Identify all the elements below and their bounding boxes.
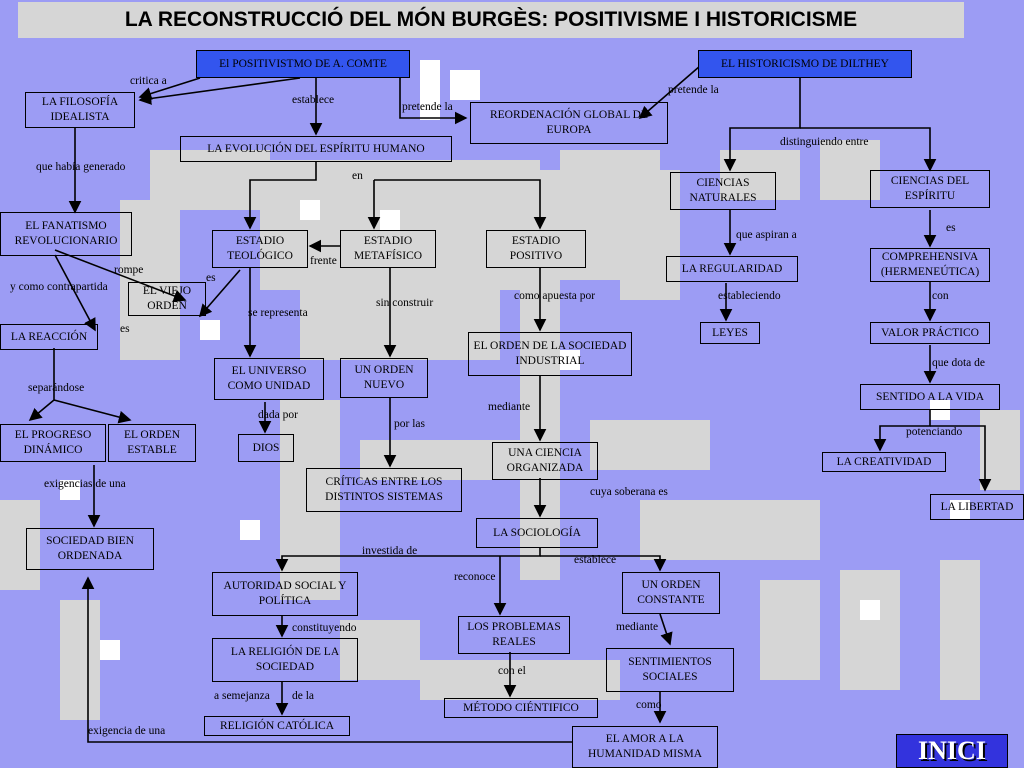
label-rompe: rompe [114,264,144,276]
node-universo: EL UNIVERSO COMO UNIDAD [214,358,324,400]
label-pretende-la-2: pretende la [668,84,719,96]
node-orden-constante: UN ORDEN CONSTANTE [622,572,720,614]
label-como: como [636,699,662,711]
node-leyes: LEYES [700,322,760,344]
node-criticas: CRÍTICAS ENTRE LOS DISTINTOS SISTEMAS [306,468,462,512]
node-creatividad: LA CREATIVIDAD [822,452,946,472]
page-title-bar: LA RECONSTRUCCIÓ DEL MÓN BURGÈS: POSITIV… [18,2,964,38]
node-amor-humanidad: EL AMOR A LA HUMANIDAD MISMA [572,726,718,768]
node-evolucion: LA EVOLUCIÓN DEL ESPÍRITU HUMANO [180,136,452,162]
label-investida: investida de [362,545,418,557]
label-distinguiendo: distinguiendo entre [780,136,869,148]
inici-button[interactable]: INICI [896,734,1008,768]
node-orden-sociedad-industrial: EL ORDEN DE LA SOCIEDAD INDUSTRIAL [468,332,632,376]
node-religion-sociedad: LA RELIGIÓN DE LA SOCIEDAD [212,638,358,682]
label-cuya-soberana: cuya soberana es [590,486,668,498]
node-orden-estable: EL ORDEN ESTABLE [108,424,196,462]
label-a-semejanza: a semejanza [214,690,270,702]
label-en: en [352,170,363,182]
node-ciencias-naturales: CIENCIAS NATURALES [670,172,776,210]
node-metodo-cientifico: MÉTODO CIÉNTIFICO [444,698,598,718]
node-valor-practico: VALOR PRÁCTICO [870,322,990,344]
node-filosofia-idealista: LA FILOSOFÍA IDEALISTA [25,92,135,128]
inici-label: INICI [918,736,986,765]
node-teologico: ESTADIO TEOLÓGICO [212,230,308,268]
node-sociedad-bien: SOCIEDAD BIEN ORDENADA [26,528,154,570]
node-regularidad: LA REGULARIDAD [666,256,798,282]
label-es-2: es [206,272,216,284]
node-dios: DIOS [238,434,294,462]
label-frente: frente [310,255,337,267]
node-viejo-orden: EL VIEJO ORDEN [128,282,206,316]
node-comprehensiva: COMPREHENSIVA (HERMENEÚTICA) [870,248,990,282]
label-exigencia: exigencia de una [88,725,166,737]
node-reordenacion: REORDENACIÓN GLOBAL DE EUROPA [470,102,668,144]
label-potenciando: potenciando [906,426,963,438]
label-con: con [932,290,949,302]
node-progreso: EL PROGRESO DINÁMICO [0,424,106,462]
label-establece-2: establece [574,554,617,566]
label-constituyendo: constituyendo [292,622,357,634]
node-problemas-reales: LOS PROBLEMAS REALES [458,616,570,654]
node-sentimientos: SENTIMIENTOS SOCIALES [606,648,734,692]
label-separandose: separándose [28,382,85,394]
node-metafisico: ESTADIO METAFÍSICO [340,230,436,268]
label-pretende-la-1: pretende la [402,101,453,113]
node-fanatismo: EL FANATISMO REVOLUCIONARIO [0,212,132,256]
node-sentido-vida: SENTIDO A LA VIDA [860,384,1000,410]
label-de-la: de la [292,690,315,702]
node-religion-catolica: RELIGIÓN CATÓLICA [204,716,350,736]
node-reaccion: LA REACCIÓN [0,324,98,350]
label-y-como: y como contrapartida [10,281,108,293]
label-estableciendo: estableciendo [718,290,781,302]
node-sociologia: LA SOCIOLOGÍA [476,518,598,548]
label-es-1: es [946,222,956,234]
label-que-habia: que había generado [36,161,126,173]
label-mediante-2: mediante [616,621,659,633]
label-mediante-1: mediante [488,401,531,413]
label-se-representa: se representa [248,307,308,319]
label-exigencias: exigencias de una [44,478,126,490]
label-es-3: es [120,323,130,335]
label-con-el: con el [498,665,526,677]
label-sin-construir: sin construir [376,297,434,309]
node-comte: El POSITIVISTMO DE A. COMTE [196,50,410,78]
node-positivo: ESTADIO POSITIVO [486,230,586,268]
node-autoridad: AUTORIDAD SOCIAL Y POLÍTICA [212,572,358,616]
node-ciencias-espiritu: CIENCIAS DEL ESPÍRITU [870,170,990,208]
label-critica-a: critica a [130,75,167,87]
label-por-las: por las [394,418,425,430]
label-que-aspiran: que aspiran a [736,229,797,241]
label-reconoce: reconoce [454,571,496,583]
node-ciencia-organizada: UNA CIENCIA ORGANIZADA [492,442,598,480]
label-establece: establece [292,94,335,106]
node-dilthey: EL HISTORICISMO DE DILTHEY [698,50,912,78]
node-libertad: LA LIBERTAD [930,494,1024,520]
page-title: LA RECONSTRUCCIÓ DEL MÓN BURGÈS: POSITIV… [124,8,858,31]
label-dada-por: dada por [258,409,298,421]
label-que-dota: que dota de [932,357,986,369]
label-como-apuesta: como apuesta por [514,290,596,302]
node-orden-nuevo: UN ORDEN NUEVO [340,358,428,398]
